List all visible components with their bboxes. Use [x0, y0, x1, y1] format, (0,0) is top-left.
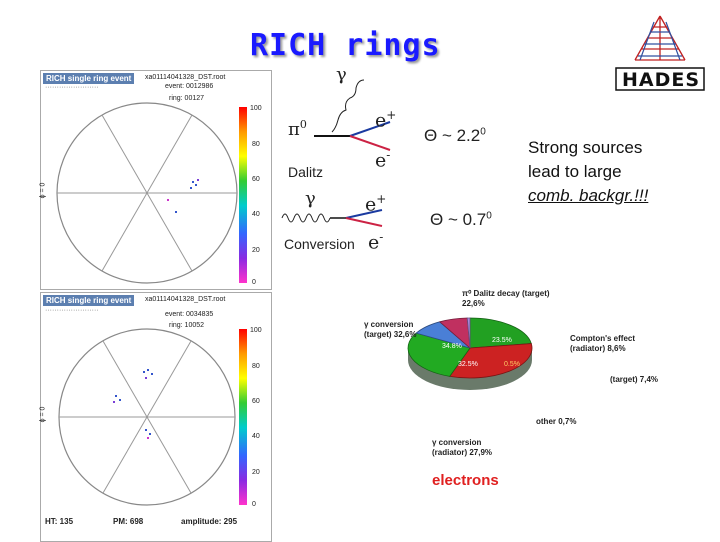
phi-label: ϕ = 0: [39, 182, 47, 199]
event-header-title: RICH single ring event: [43, 295, 135, 306]
hades-logo-graphic: [615, 15, 705, 91]
pie-inner-label-0: 34.8%: [442, 343, 462, 350]
photon-wave-dalitz: [331, 79, 365, 133]
pie-label-dalitz: π⁰ Dalitz decay (target) 22,6%: [462, 289, 550, 308]
dalitz-label: Dalitz: [288, 164, 324, 180]
theta-superscript: 0: [486, 210, 492, 222]
slide-title: RICH rings: [250, 28, 441, 63]
phi-label: ϕ = 0: [39, 406, 47, 423]
pi0-symbol: π: [288, 119, 300, 140]
hades-logo: HADES: [610, 12, 710, 96]
strong-sources-note: Strong sources lead to large comb. backg…: [528, 136, 648, 208]
eplus-conversion: e+: [365, 192, 386, 215]
strong-sources-line1: Strong sources: [528, 138, 643, 157]
gamma-conversion: γ: [305, 188, 316, 209]
eminus-track-conversion: [345, 217, 383, 227]
scale-tick-0: 0: [252, 279, 256, 286]
event-header-title: RICH single ring event: [43, 73, 135, 84]
ring-number: ring: 10052: [169, 322, 205, 329]
pi0-label: π0: [288, 118, 307, 140]
pie-inner-label-3: 0.5%: [504, 361, 520, 368]
eplus-track-conversion: [345, 209, 383, 219]
rich-detector-display-top: [56, 102, 238, 284]
eminus-track-dalitz: [349, 135, 391, 151]
theta-conversion: Θ ~ 0.70: [430, 210, 492, 230]
scale-tick-100: 100: [250, 105, 262, 112]
gamma-dalitz: γ: [336, 64, 347, 85]
conversion-label: Conversion: [284, 236, 355, 252]
eminus-dalitz: e-: [375, 148, 390, 171]
eminus-superscript: -: [379, 230, 384, 244]
scale-tick-60: 60: [252, 398, 260, 405]
pie-inner-label-1: 23.5%: [492, 337, 512, 344]
event-number: event: 0012986: [165, 83, 214, 90]
ring-number: ring: 00127: [169, 95, 205, 102]
eplus-track-dalitz: [349, 121, 391, 137]
scale-tick-80: 80: [252, 141, 260, 148]
eplus-dalitz: e+: [375, 108, 396, 131]
strong-sources-line2: lead to large: [528, 162, 622, 181]
rich-event-panel-bottom: RICH single ring event xa01114041328_DST…: [39, 292, 272, 542]
theta-superscript: 0: [480, 126, 486, 138]
event-footer-ht: HT: 135: [45, 517, 74, 526]
hades-logo-text: HADES: [621, 69, 701, 91]
event-footer-pm: PM: 698: [113, 517, 144, 526]
eminus-symbol: e: [375, 149, 387, 172]
event-footer-amplitude: amplitude: 295: [181, 517, 238, 526]
theta-dalitz: Θ ~ 2.20: [424, 126, 486, 146]
eplus-superscript: +: [386, 108, 397, 122]
event-number: event: 0034835: [165, 311, 214, 318]
pie-label-target: (target) 7,4%: [610, 375, 659, 384]
pie-slice-1: [448, 343, 533, 379]
eminus-symbol: e: [368, 231, 380, 254]
amplitude-colorbar: [239, 329, 247, 505]
amplitude-colorbar: [239, 107, 247, 283]
pie-slice-0: [469, 317, 532, 349]
event-file-name: xa01114041328_DST.root: [145, 74, 226, 81]
theta-value: Θ ~ 0.7: [430, 210, 487, 229]
eminus-superscript: -: [386, 148, 391, 162]
scale-tick-20: 20: [252, 247, 260, 254]
pie-caption: electrons: [432, 472, 499, 489]
pie-inner-label-2: 32.5%: [458, 361, 478, 368]
theta-value: Θ ~ 2.2: [424, 126, 481, 145]
eplus-symbol: e: [375, 109, 387, 132]
pie-label-gamma-radiator: γ conversion (radiator) 27,9%: [432, 438, 493, 457]
event-subheader: ·······················: [45, 307, 99, 314]
scale-tick-60: 60: [252, 176, 260, 183]
pie-label-other: other 0,7%: [536, 417, 577, 426]
scale-tick-20: 20: [252, 469, 260, 476]
rich-detector-display-bottom: [58, 328, 236, 506]
eplus-superscript: +: [376, 192, 387, 206]
eminus-conversion: e-: [368, 230, 383, 253]
dalitz-conversion-diagram: [281, 79, 391, 227]
scale-tick-40: 40: [252, 211, 260, 218]
photon-wave-conversion: [281, 213, 331, 223]
pi0-superscript: 0: [299, 118, 307, 131]
scale-tick-80: 80: [252, 363, 260, 370]
scale-tick-0: 0: [252, 501, 256, 508]
event-subheader: ·······················: [45, 84, 99, 91]
eplus-symbol: e: [365, 193, 377, 216]
strong-sources-line3: comb. backgr.!!!: [528, 186, 649, 205]
electron-sources-pie-chart: 34.8% 23.5% 32.5% 0.5%: [407, 317, 533, 390]
pie-label-gamma-target: γ conversion (target) 32,6%: [364, 320, 417, 339]
pie-slice-5: [466, 317, 471, 349]
rich-event-panel-top: RICH single ring event xa01114041328_DST…: [39, 70, 272, 290]
scale-tick-100: 100: [250, 327, 262, 334]
scale-tick-40: 40: [252, 433, 260, 440]
pie-label-compton: Compton's effect (radiator) 8,6%: [570, 334, 636, 353]
event-file-name: xa01114041328_DST.root: [145, 296, 226, 303]
